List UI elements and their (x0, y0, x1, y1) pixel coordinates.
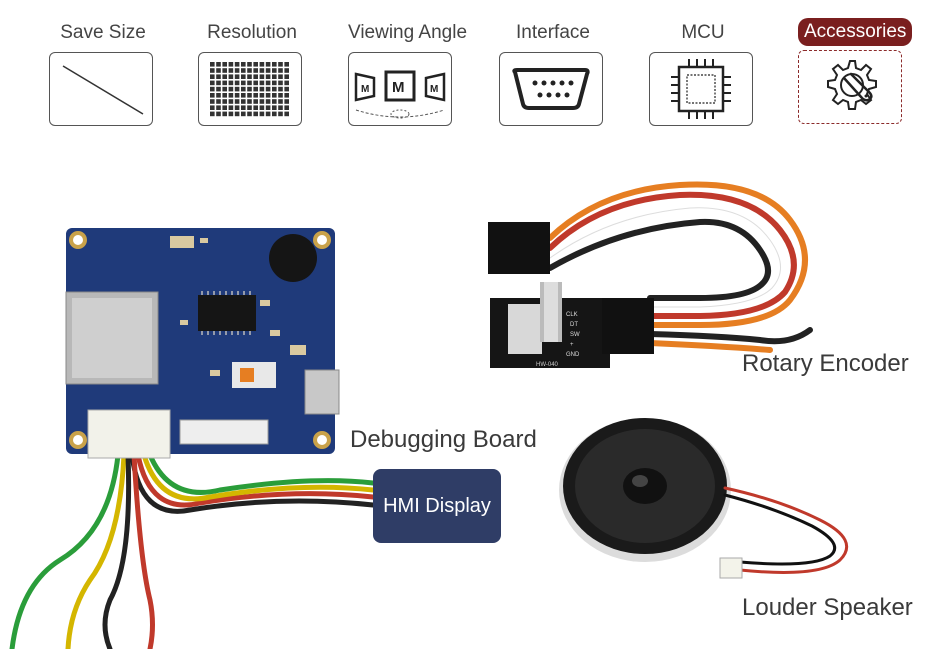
diagonal-line-icon (62, 65, 144, 115)
tab-save-size[interactable]: Save Size (49, 18, 157, 126)
tab-icon-box (649, 52, 753, 126)
svg-text:DT: DT (570, 322, 578, 328)
tab-icon-box (499, 52, 603, 126)
tab-icon-box (198, 52, 302, 126)
tab-label: Resolution (207, 22, 297, 43)
hmi-display-label: HMI Display (383, 494, 491, 517)
tab-label: Accessories (798, 18, 913, 46)
tab-icon-box: M M M (348, 52, 452, 126)
gear-wrench-icon (827, 60, 877, 110)
pixel-grid-icon (210, 62, 289, 117)
svg-text:SW: SW (570, 332, 580, 338)
tab-accessories[interactable]: Accessories (798, 18, 913, 124)
svg-text:CLK: CLK (566, 312, 578, 318)
tab-mcu[interactable]: MCU (649, 18, 757, 126)
tab-interface[interactable]: Interface (499, 18, 607, 126)
rotary-encoder-image: HW-040 CLK DT SW + GND (488, 181, 813, 368)
svg-text:M: M (392, 79, 405, 96)
caption-louder-speaker: Louder Speaker (742, 594, 913, 621)
tab-label: Save Size (60, 22, 146, 43)
debugging-board-image (9, 228, 376, 649)
chip-icon (671, 59, 731, 119)
speaker-image (559, 418, 849, 579)
tab-icon-box (49, 52, 153, 126)
serial-port-icon (512, 68, 590, 110)
viewing-angle-icon: M M M (354, 70, 446, 119)
tab-label: Viewing Angle (348, 22, 468, 43)
tab-resolution[interactable]: Resolution (198, 18, 306, 126)
caption-debugging-board: Debugging Board (350, 426, 537, 453)
svg-text:M: M (361, 84, 369, 95)
svg-text:M: M (430, 84, 438, 95)
svg-text:HW-040: HW-040 (536, 362, 559, 368)
hmi-display-button[interactable]: HMI Display (373, 469, 501, 543)
svg-text:GND: GND (566, 352, 580, 358)
caption-rotary-encoder: Rotary Encoder (742, 350, 909, 377)
svg-text:+: + (570, 342, 574, 348)
tab-icon-box (798, 50, 902, 124)
tab-viewing-angle[interactable]: Viewing Angle M M M (348, 18, 468, 126)
tab-label: MCU (681, 22, 725, 43)
tab-label: Interface (516, 22, 590, 43)
